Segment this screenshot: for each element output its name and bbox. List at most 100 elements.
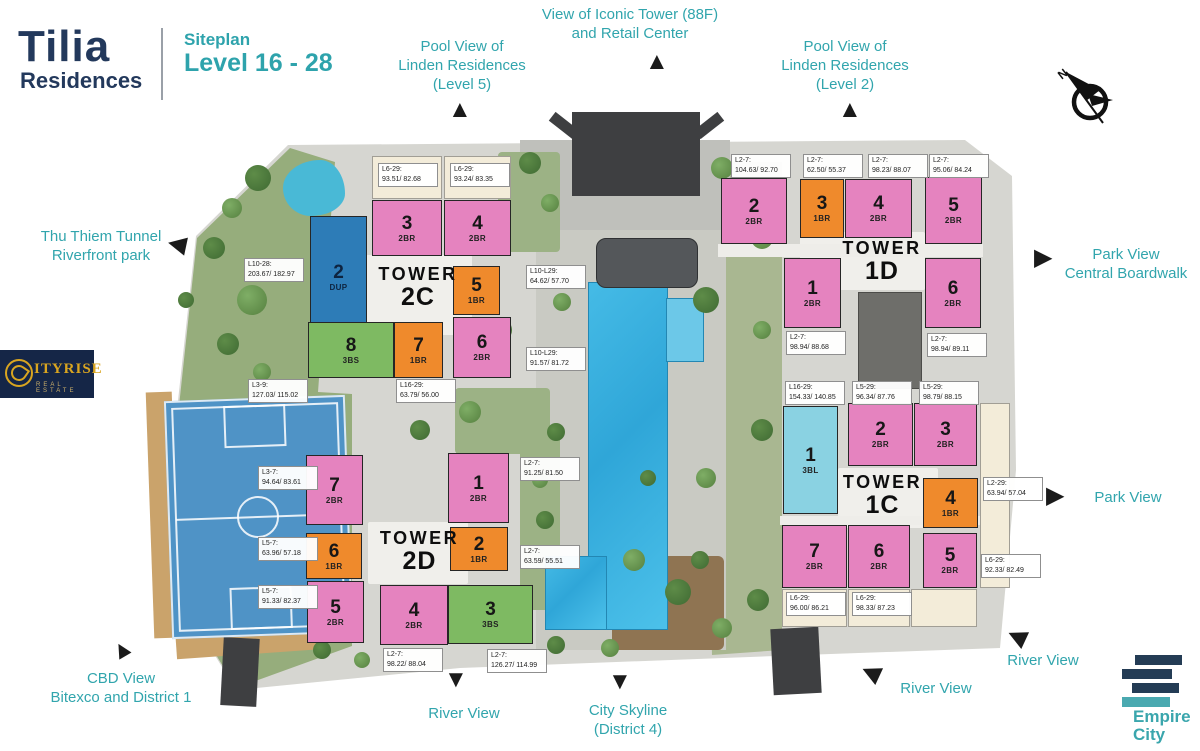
tree (354, 652, 370, 668)
unit-number: 7 (809, 541, 820, 562)
brand-subtitle: Residences (20, 68, 143, 93)
tree (712, 618, 732, 638)
tree (623, 549, 645, 571)
view-label-river-bottom: River View (428, 705, 500, 722)
tower-number: 1D (865, 257, 899, 285)
unit-type: 2BR (871, 440, 890, 449)
unit-number: 2 (748, 195, 760, 217)
unit-type: 2BR (803, 298, 822, 308)
unit-1c-lower-right (911, 589, 977, 627)
unit-type: 2BR (325, 495, 344, 505)
tree (237, 285, 267, 315)
area-annotation-2d-3: L2-7: 126.27/ 114.99 (487, 649, 547, 673)
tower-name: TOWER (842, 472, 923, 492)
unit-type: 2BR (936, 440, 955, 449)
area-annotation-2d-6: L5-7: 63.96/ 57.18 (258, 537, 318, 561)
unit-type: 2BR (468, 233, 487, 243)
unit-number: 5 (330, 596, 341, 618)
arrow-up-icon: ▲ (838, 96, 862, 123)
tree (547, 423, 565, 441)
unit-number: 4 (945, 487, 956, 509)
area-annotation-2c-5: L10-L29: 64.62/ 57.70 (526, 265, 586, 289)
area-annotation-1d-3: L2-7: 62.50/ 55.37 (803, 154, 863, 178)
area-annotation-1c-5: L6-29: 92.33/ 82.49 (981, 554, 1041, 578)
area-annotation-1d-5: L2-7: 95.06/ 84.24 (929, 154, 989, 178)
unit-number: 1 (473, 472, 484, 494)
unit-number: 4 (873, 193, 884, 214)
area-annotation-2d-4: L2-7: 98.22/ 88.04 (383, 648, 443, 672)
view-label-pool-level2: Pool View of Linden Residences (Level 2) (781, 38, 909, 93)
arrow-right-icon: ▶ (1046, 482, 1065, 509)
unit-number: 5 (471, 275, 482, 296)
unit-type: 2BR (941, 566, 959, 575)
area-annotation-2c-7: L16-29: 63.79/ 56.00 (396, 379, 456, 403)
arrow-right-icon: ▶ (1034, 244, 1053, 271)
area-annotation-1d-6: L2-7: 98.94/ 89.11 (927, 333, 987, 357)
area-annotation-1d-2: L2-7: 104.63/ 92.70 (731, 154, 791, 178)
tree (696, 468, 716, 488)
tree (751, 419, 773, 441)
unit-number: 2 (473, 533, 485, 555)
unit-number: 8 (345, 334, 357, 356)
tree (747, 589, 769, 611)
area-annotation-1c-2: L5-29: 96.34/ 87.76 (852, 381, 912, 405)
arrow-left-icon: ◀ (857, 655, 886, 688)
arrow-left-icon: ◀ (1003, 619, 1032, 652)
brand-title: Tilia (18, 22, 111, 71)
view-label-river-right-lower: River View (900, 680, 972, 697)
tree (217, 333, 239, 355)
view-label-river-right-upper: River View (1007, 652, 1079, 669)
unit-type: 2BR (398, 233, 416, 243)
tower-1d-core-building (858, 292, 922, 389)
tree (222, 198, 242, 218)
unit-type: 1BR (325, 561, 343, 571)
unit-type: 2BR (869, 214, 888, 223)
area-annotation-2d-1: L2-7: 91.25/ 81.50 (520, 457, 580, 481)
unit-number: 6 (476, 332, 488, 353)
tower-1d-walkway (718, 244, 983, 257)
tree (541, 194, 559, 212)
arrow-up-icon: ▲ (645, 48, 669, 75)
unit-number: 6 (328, 540, 340, 562)
tree (547, 636, 565, 654)
unit-type: 2BR (326, 617, 345, 627)
arrow-down-icon: ▼ (444, 666, 468, 693)
level-label: Level 16 - 28 (184, 49, 333, 77)
tree (753, 321, 771, 339)
unit-type: 3BS (482, 620, 499, 629)
compass-icon: N (1056, 66, 1113, 124)
tower-name: TOWER (378, 264, 458, 284)
tower-number: 1C (865, 491, 900, 519)
view-label-park-boardwalk: Park View Central Boardwalk (1064, 246, 1188, 282)
empire-city-name: Empire City (1133, 707, 1191, 744)
area-annotation-1d-4: L2-7: 98.23/ 88.07 (868, 154, 928, 178)
unit-type: 2BR (870, 562, 888, 571)
area-annotation-2c-4: L6-29: 93.24/ 83.35 (450, 163, 510, 187)
view-label-park-view: Park View (1094, 489, 1162, 506)
tower-number: 2D (402, 547, 437, 575)
area-annotation-1c-4: L2-29: 63.94/ 57.04 (983, 477, 1043, 501)
clubhouse-building (596, 238, 698, 288)
area-annotation-1c-1: L16-29: 154.33/ 140.85 (785, 381, 845, 405)
arrow-up-icon: ▲ (104, 631, 139, 668)
south-east-drive (770, 626, 822, 696)
tower-name: TOWER (842, 238, 922, 258)
tower-number: 2C (401, 283, 435, 311)
area-annotation-2c-6: L10-L29: 91.57/ 81.72 (526, 347, 586, 371)
unit-number: 4 (408, 599, 420, 621)
